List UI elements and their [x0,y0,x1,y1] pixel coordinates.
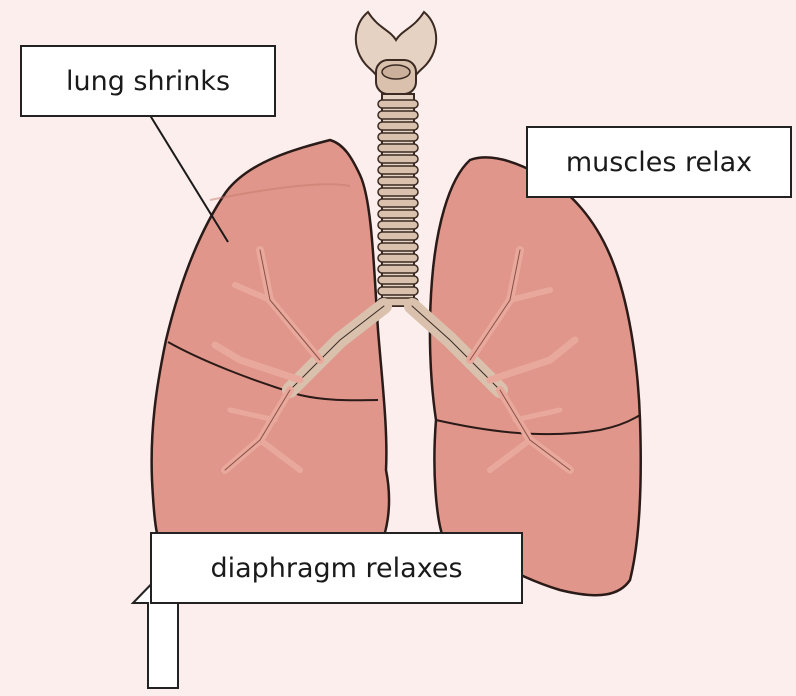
lung-shrinks-label: lung shrinks [20,45,276,117]
trachea-ring [378,265,418,273]
left-lung [152,140,389,569]
right-lung [430,157,641,595]
diaphragm-relaxes-label: diaphragm relaxes [150,532,523,604]
trachea-ring [378,287,418,295]
trachea-ring [378,210,418,218]
trachea-ring [378,166,418,174]
trachea-ring [378,155,418,163]
trachea-ring [378,254,418,262]
trachea-ring [378,221,418,229]
trachea-ring [378,188,418,196]
trachea-ring [378,133,418,141]
lung-pointer-line [148,112,228,242]
trachea-ring [378,122,418,130]
trachea-ring [378,199,418,207]
trachea-ring [378,276,418,284]
muscles-relax-label: muscles relax [526,126,792,198]
trachea-ring [378,243,418,251]
trachea [378,94,418,306]
trachea-ring [378,111,418,119]
larynx [356,12,436,94]
trachea-ring [378,144,418,152]
trachea-ring [378,232,418,240]
trachea-ring [378,177,418,185]
trachea-ring [378,100,418,108]
